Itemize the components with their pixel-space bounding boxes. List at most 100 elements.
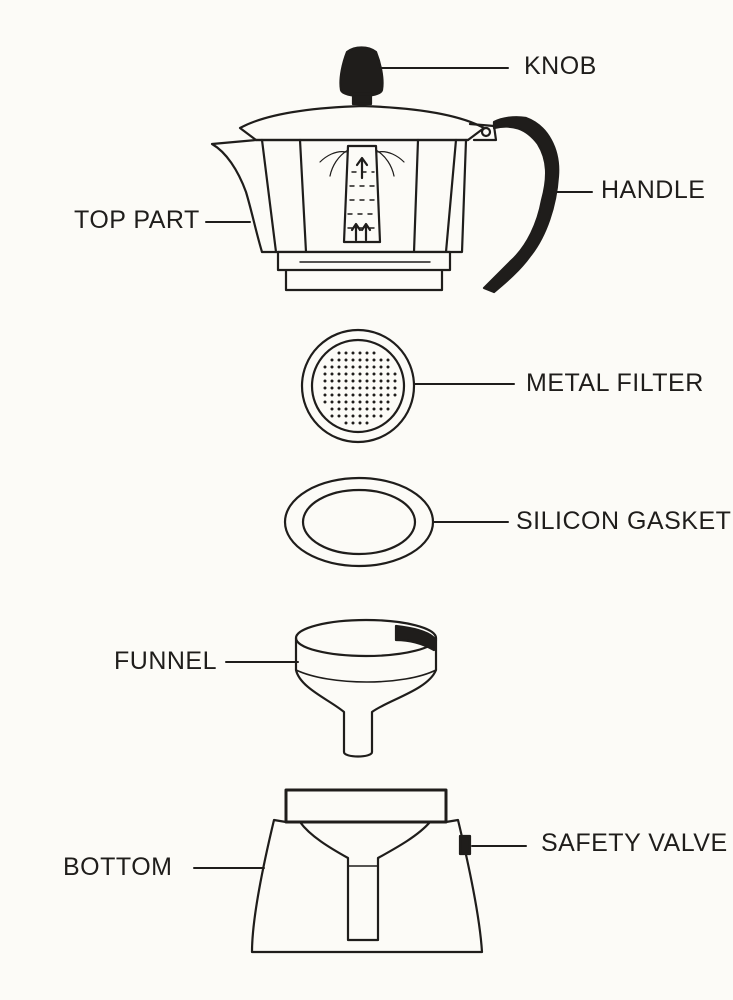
- filter-hole: [330, 386, 334, 390]
- filter-hole: [337, 358, 341, 362]
- filter-hole: [386, 358, 390, 362]
- filter-hole: [365, 407, 369, 411]
- filter-hole: [337, 400, 341, 404]
- filter-hole: [393, 386, 397, 390]
- filter-hole: [323, 372, 327, 376]
- filter-hole: [365, 421, 369, 425]
- filter-hole: [344, 358, 348, 362]
- flow-arrow: [350, 222, 372, 242]
- filter-hole: [386, 379, 390, 383]
- top-part-drawing: [210, 46, 560, 294]
- filter-hole: [337, 351, 341, 355]
- filter-hole: [372, 400, 376, 404]
- filter-hole: [351, 358, 355, 362]
- filter-hole: [386, 372, 390, 376]
- filter-hole: [344, 400, 348, 404]
- filter-hole: [351, 400, 355, 404]
- filter-hole: [344, 372, 348, 376]
- filter-hole: [337, 372, 341, 376]
- filter-hole: [379, 393, 383, 397]
- filter-hole: [323, 365, 327, 369]
- filter-hole: [330, 393, 334, 397]
- filter-hole: [365, 365, 369, 369]
- label-silicon-gasket: SILICON GASKET: [516, 507, 732, 535]
- bottom-rim: [284, 788, 448, 824]
- funnel-drawing: [294, 618, 438, 758]
- bottom-inner-funnel: [298, 820, 432, 942]
- filter-hole: [337, 393, 341, 397]
- filter-hole: [386, 365, 390, 369]
- filter-hole: [358, 358, 362, 362]
- filter-hole: [330, 414, 334, 418]
- filter-hole: [344, 365, 348, 369]
- filter-hole: [386, 386, 390, 390]
- filter-hole: [344, 414, 348, 418]
- flow-arrow: [355, 156, 369, 180]
- filter-hole: [344, 379, 348, 383]
- label-knob: KNOB: [524, 52, 597, 80]
- filter-hole: [358, 421, 362, 425]
- filter-hole: [351, 372, 355, 376]
- filter-hole: [323, 386, 327, 390]
- metal-filter-drawing: [300, 328, 416, 444]
- leader-lines: [193, 67, 593, 869]
- filter-hole: [372, 379, 376, 383]
- filter-hole: [379, 400, 383, 404]
- filter-hole: [386, 393, 390, 397]
- filter-hole: [365, 414, 369, 418]
- filter-hole: [323, 379, 327, 383]
- filter-hole: [372, 351, 376, 355]
- filter-hole: [358, 351, 362, 355]
- top-body-shape: [210, 138, 468, 254]
- filter-hole: [351, 407, 355, 411]
- filter-hole: [358, 386, 362, 390]
- filter-hole: [372, 358, 376, 362]
- label-handle: HANDLE: [601, 176, 706, 204]
- funnel-inner-shadow: [394, 624, 438, 652]
- filter-hole: [358, 393, 362, 397]
- label-top-part: TOP PART: [74, 206, 200, 234]
- filter-hole: [330, 372, 334, 376]
- filter-hole: [358, 400, 362, 404]
- bottom-body: [250, 818, 484, 954]
- filter-hole: [337, 386, 341, 390]
- filter-hole: [323, 393, 327, 397]
- filter-hole: [344, 407, 348, 411]
- safety-valve-shape: [458, 834, 472, 856]
- filter-hole: [337, 379, 341, 383]
- filter-hole: [358, 372, 362, 376]
- filter-hole: [330, 365, 334, 369]
- bottom-drawing: [250, 788, 484, 954]
- filter-hole: [365, 351, 369, 355]
- filter-hole: [372, 365, 376, 369]
- filter-hole: [386, 400, 390, 404]
- label-metal-filter: METAL FILTER: [526, 369, 704, 397]
- filter-hole: [365, 372, 369, 376]
- lid-hinge: [468, 122, 498, 142]
- filter-hole: [358, 414, 362, 418]
- filter-hole: [379, 414, 383, 418]
- silicon-gasket-drawing: [283, 476, 435, 568]
- lid-shape: [238, 104, 486, 142]
- filter-hole: [344, 386, 348, 390]
- filter-hole: [358, 379, 362, 383]
- knob-stem: [351, 92, 373, 106]
- label-safety-valve: SAFETY VALVE: [541, 829, 728, 857]
- center-column: [342, 144, 382, 244]
- filter-hole: [351, 379, 355, 383]
- handle-shape: [482, 116, 560, 294]
- filter-hole: [393, 379, 397, 383]
- filter-hole: [351, 414, 355, 418]
- top-base-collar: [276, 250, 452, 292]
- filter-hole: [344, 393, 348, 397]
- filter-hole: [344, 421, 348, 425]
- filter-hole: [358, 407, 362, 411]
- filter-hole: [372, 393, 376, 397]
- filter-hole: [379, 386, 383, 390]
- filter-hole: [323, 400, 327, 404]
- filter-hole: [351, 351, 355, 355]
- filter-hole: [365, 358, 369, 362]
- filter-hole: [365, 393, 369, 397]
